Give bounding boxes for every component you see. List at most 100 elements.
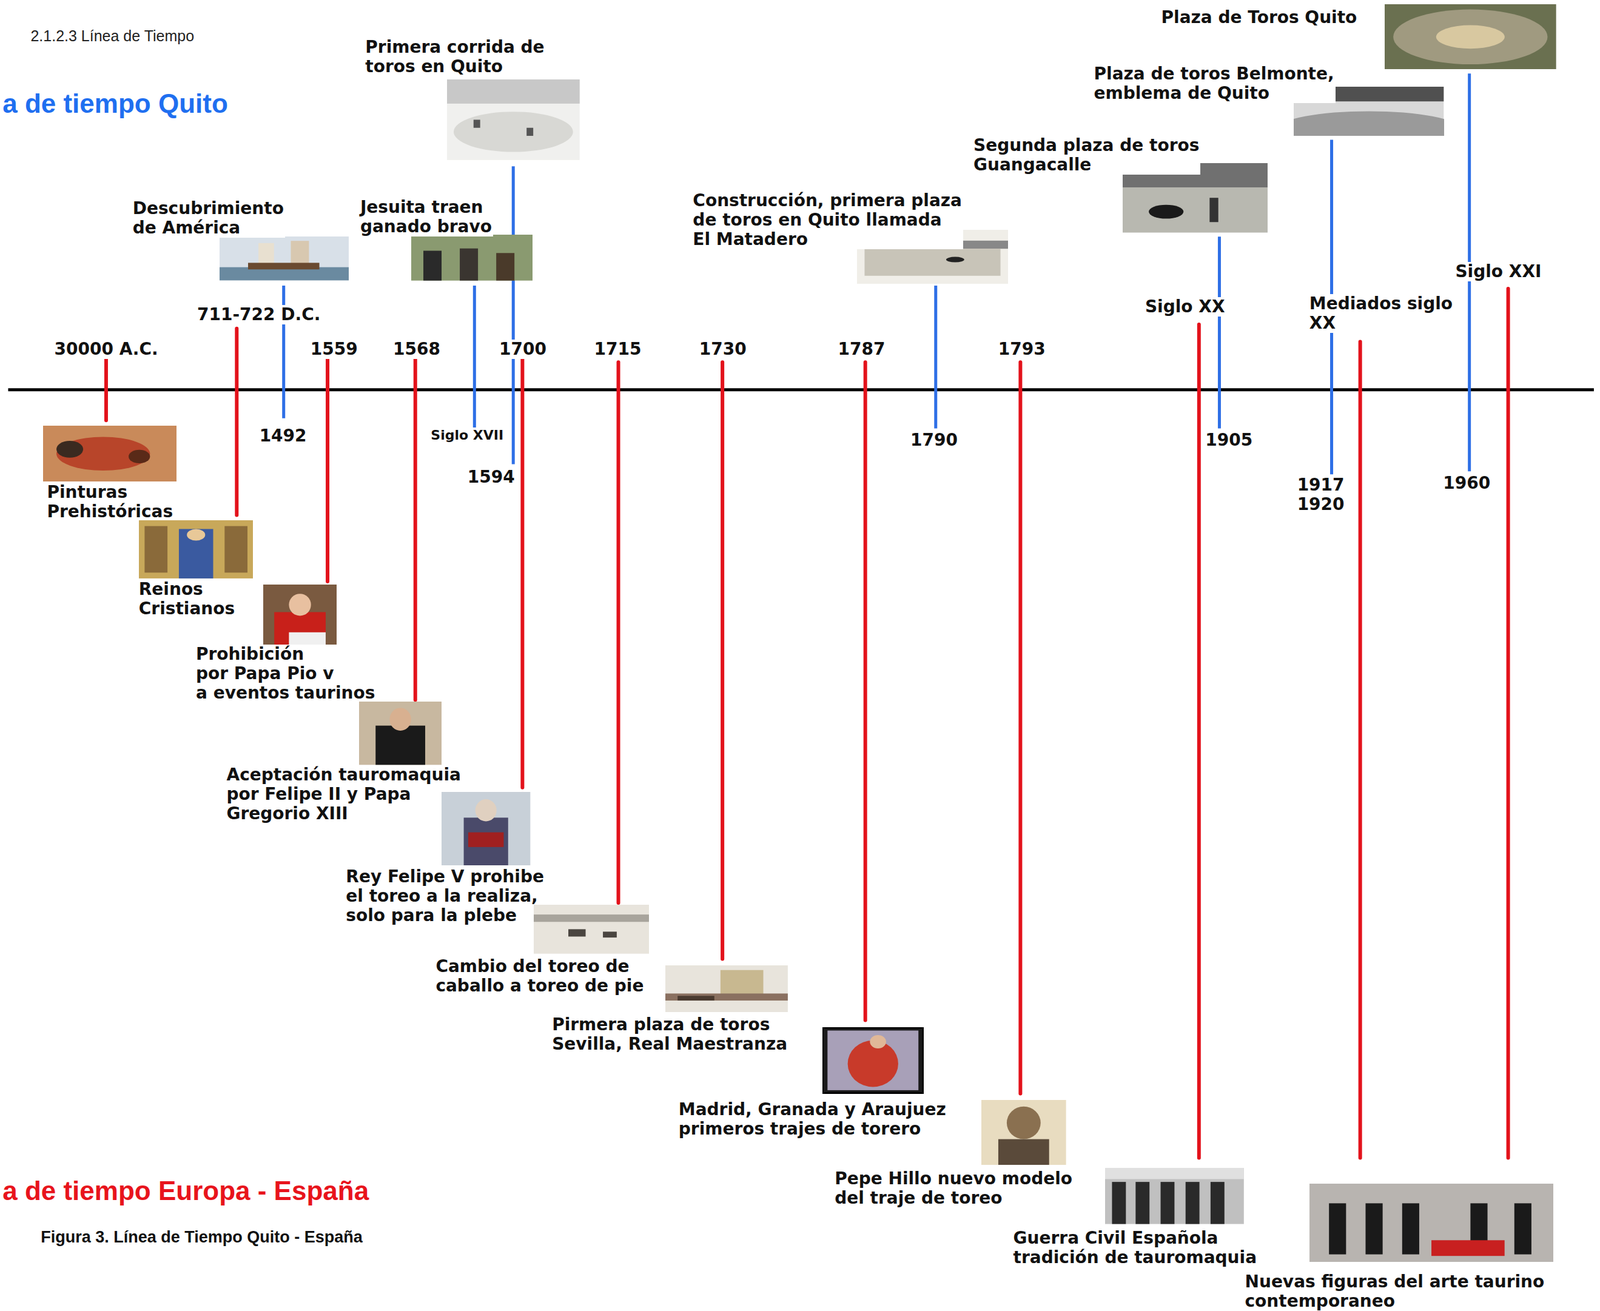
event-picture (43, 425, 177, 483)
year-label: 1960 (1441, 473, 1492, 494)
event-card: Pirmera plaza de toros Sevilla, Real Mae… (551, 965, 789, 1055)
picture-shape (568, 929, 586, 938)
picture-shape (274, 611, 326, 646)
picture-shape (475, 799, 497, 822)
text-line: emblema de Quito (1094, 83, 1335, 104)
event-caption: Nuevas figuras del arte taurino contempo… (1243, 1272, 1547, 1311)
picture-shape (1160, 1182, 1175, 1224)
picture-shape (1006, 1106, 1041, 1140)
section-heading: a de tiempo Quito (2, 87, 229, 120)
timeline-tick-glow (519, 359, 526, 788)
picture-shape (258, 243, 275, 266)
picture-shape (677, 995, 715, 1001)
picture-ground (263, 584, 337, 646)
timeline-tick-glow (861, 362, 869, 1021)
year-label: 1715 (592, 339, 643, 360)
picture-shape (526, 127, 534, 136)
text-line: Pirmera plaza de toros (551, 1015, 788, 1035)
picture-shape (468, 832, 505, 847)
text-line: Descubrimiento (132, 198, 284, 219)
event-caption: Madrid, Granada y Araujuez primeros traj… (677, 1100, 948, 1140)
picture-shape (1105, 1168, 1244, 1180)
text-line: Pinturas (46, 482, 173, 503)
text-line: Prohibición (195, 644, 375, 665)
year-label: 1917 1920 (1296, 475, 1346, 515)
picture-shape (423, 250, 442, 281)
event-card: Aceptación tauromaquia por Felipe II y P… (226, 701, 463, 824)
quito-tick-line (473, 285, 477, 429)
picture-shape (453, 111, 574, 152)
event-caption: Rey Felipe V prohibe el toreo a la reali… (344, 867, 546, 926)
year-label: Siglo XVII (429, 427, 505, 444)
text-line: Rey Felipe V prohibe (345, 867, 545, 887)
picture-shape (447, 79, 580, 104)
picture-ground (447, 79, 580, 161)
event-caption: Pepe Hillo nuevo modelo del traje de tor… (833, 1169, 1074, 1209)
event-picture (822, 1027, 924, 1094)
picture-ground (1384, 4, 1557, 70)
year-label: 1905 (1203, 430, 1254, 451)
picture-shape (1431, 1240, 1505, 1257)
text-line: Nuevas figuras del arte taurino (1245, 1272, 1545, 1292)
text-line: Plaza de toros Belmonte, (1094, 64, 1335, 84)
event-card: Construcción, primera plaza de toros en … (692, 191, 1009, 285)
picture-ground (533, 904, 649, 955)
picture-ground (359, 701, 442, 765)
timeline-tick-glow (233, 328, 241, 516)
europe-tick-line (616, 362, 621, 904)
text-line: Guangacalle (973, 155, 1200, 175)
text-line: tradición de tauromaquia (1013, 1248, 1257, 1268)
picture-ground (138, 520, 253, 579)
event-caption: Reinos Cristianos (137, 579, 236, 619)
text-line: Jesuita traen (360, 197, 492, 218)
text-line: Construcción, primera plaza (692, 191, 962, 211)
text-line: caballo a toreo de pie (435, 976, 644, 996)
picture-shape (1401, 1203, 1419, 1255)
event-picture (1384, 4, 1557, 70)
event-picture (1309, 1183, 1554, 1263)
europe-tick-line (1358, 342, 1363, 1159)
europe-tick-line (520, 359, 525, 788)
timeline-tick-glow (719, 362, 727, 959)
timeline-tick-glow (411, 359, 419, 700)
text-line: El Matadero (692, 229, 962, 250)
event-caption: Aceptación tauromaquia por Felipe II y P… (225, 765, 463, 824)
event-picture (981, 1100, 1067, 1166)
year-label: 1568 (391, 339, 442, 360)
timeline-tick-glow (102, 359, 110, 421)
event-picture (447, 79, 580, 161)
picture-shape (1436, 24, 1505, 49)
picture-ground (43, 425, 177, 483)
event-picture (411, 234, 533, 281)
text-line: por Papa Pio v (195, 664, 375, 684)
europe-tick-line (325, 359, 330, 582)
europe-tick-line (234, 328, 239, 516)
text-line: Prehistóricas (46, 502, 173, 522)
text-line: 1917 (1297, 475, 1345, 495)
picture-shape (224, 526, 248, 574)
event-card: Primera corrida de toros en Quito (365, 37, 580, 161)
event-card: Pepe Hillo nuevo modelo del traje de tor… (834, 1100, 1074, 1209)
picture-shape (1122, 187, 1268, 233)
text-line: 1920 (1297, 494, 1345, 515)
picture-shape (389, 708, 412, 732)
text-line: a eventos taurinos (195, 683, 375, 703)
europe-tick-line (863, 362, 868, 1021)
picture-ground (441, 792, 531, 866)
picture-shape (1393, 9, 1548, 64)
event-caption: Pinturas Prehistóricas (45, 482, 175, 522)
picture-shape (1513, 1203, 1531, 1255)
picture-ground (822, 1027, 924, 1094)
timeline-tick-glow (1195, 324, 1203, 1159)
year-label: 1787 (836, 339, 887, 360)
picture-ground (411, 234, 533, 281)
picture-shape (459, 248, 478, 281)
picture-shape (290, 241, 309, 266)
section-title: 2.1.2.3 Línea de Tiempo (30, 26, 195, 45)
picture-shape (533, 914, 649, 922)
europe-tick-line (1197, 324, 1201, 1159)
text-line: ganado bravo (360, 217, 492, 237)
figure-caption: Figura 3. Línea de Tiempo Quito - España (40, 1227, 363, 1248)
event-caption: Descubrimiento de América (131, 198, 286, 238)
